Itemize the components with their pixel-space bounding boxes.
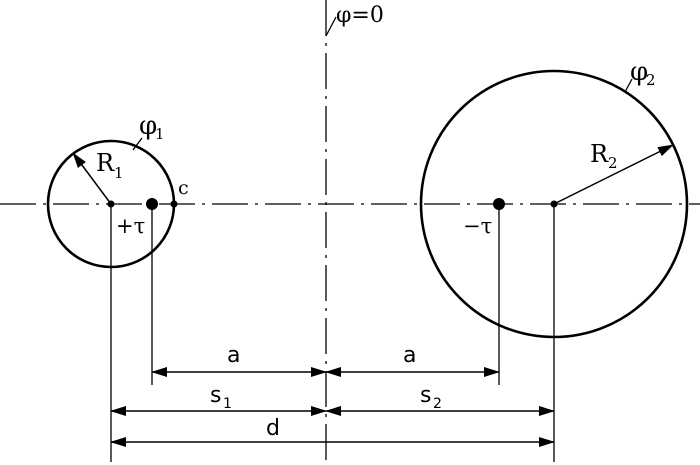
label-s2-sub: 2: [433, 396, 442, 412]
radius-r2-arrow: [553, 144, 674, 205]
label-minus-tau: −τ: [463, 214, 492, 238]
label-r2-sub: 2: [608, 154, 618, 172]
point-c-dot: [170, 200, 178, 208]
label-r1-sub: 1: [114, 164, 124, 182]
label-s1-sub: 1: [223, 396, 232, 412]
label-a-right: a: [403, 343, 416, 368]
label-r2: R: [590, 140, 609, 168]
label-phi2: φ: [630, 57, 648, 87]
label-r1: R: [96, 149, 115, 177]
phi2-leader: [624, 78, 633, 93]
label-plus-tau: +τ: [116, 214, 145, 238]
minus-tau-charge-dot: [493, 198, 505, 210]
label-a-left: a: [227, 343, 240, 368]
plus-tau-charge-dot: [146, 198, 158, 210]
label-d: d: [266, 416, 280, 441]
label-phi1-sub: 1: [155, 125, 165, 143]
label-c: c: [178, 177, 189, 199]
label-phi-zero: φ=0: [336, 3, 384, 28]
radius-r1-arrow: [72, 152, 112, 205]
label-s2: s: [420, 383, 431, 408]
label-s1: s: [210, 383, 221, 408]
phi0-leader: [325, 16, 337, 37]
label-phi2-sub: 2: [646, 71, 656, 89]
label-phi1: φ: [139, 111, 157, 141]
phi1-leader: [132, 137, 143, 151]
